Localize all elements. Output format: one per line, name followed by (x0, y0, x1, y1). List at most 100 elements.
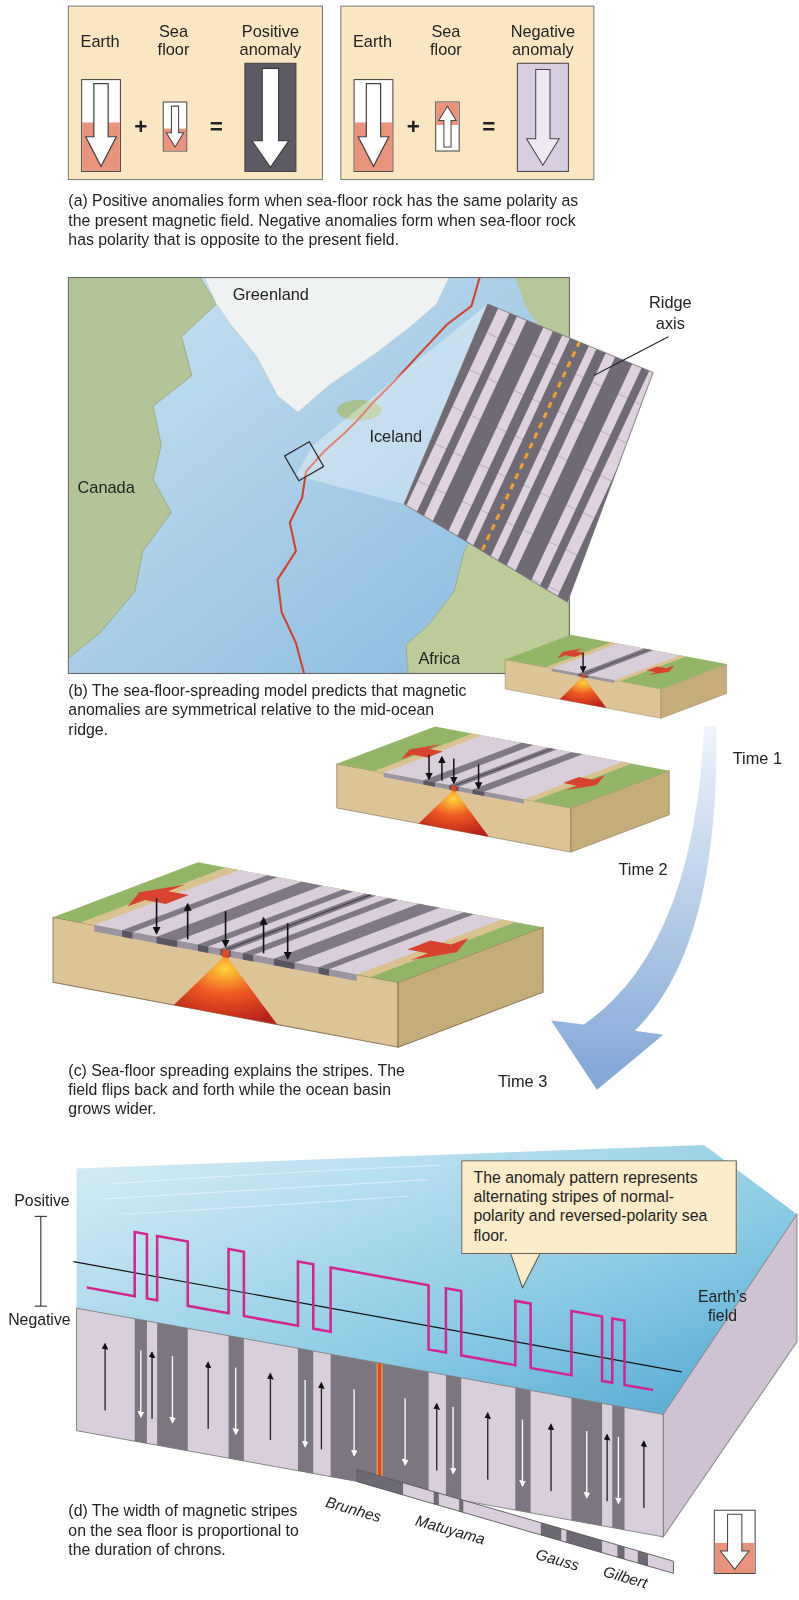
atlantic-map (521, 305, 710, 683)
axis-label: Negative (8, 1310, 70, 1329)
atlantic-map (459, 305, 597, 601)
sea-floor-model (487, 1413, 488, 1479)
sea-floor-model (446, 1375, 461, 1500)
spreading-block-time3 (319, 912, 474, 969)
spreading-block-time3 (122, 930, 132, 938)
spreading-block-time3 (224, 895, 372, 951)
stage-label: Time 1 (733, 749, 782, 769)
atlantic-map (325, 214, 731, 693)
stage-label: Time 2 (618, 859, 667, 879)
callout-label: Ridge axis (649, 293, 692, 333)
map-label: Iceland (369, 427, 422, 447)
sea-floor-model (141, 1350, 619, 1503)
sea-floor-model (172, 1356, 173, 1422)
spreading-block-time2 (337, 727, 670, 853)
sea-floor-model (40, 1216, 41, 1306)
spreading-block-time2 (390, 742, 455, 762)
spreading-block-time2 (473, 789, 485, 796)
polarity-panels (163, 102, 186, 151)
spreading-block-time3 (287, 923, 289, 958)
chron-scale-bar (561, 1529, 566, 1543)
spreading-block-time3 (53, 862, 543, 982)
panel-heading: Sea floor (430, 22, 462, 59)
sea-floor-model (606, 1435, 607, 1501)
figure-caption: (c) Sea-floor spreading explains the str… (68, 1061, 405, 1119)
sea-floor-model (515, 1388, 530, 1513)
sea-floor-model (207, 1363, 208, 1429)
atlantic-map (373, 236, 553, 609)
spreading-block-time3 (94, 870, 501, 974)
spreading-block-time3 (198, 945, 208, 953)
spreading-block-time2 (453, 758, 454, 782)
spreading-block-time3 (222, 949, 229, 958)
sea-floor-model (35, 1306, 47, 1307)
spreading-block-time2 (478, 765, 479, 789)
sea-floor-model (663, 1214, 797, 1536)
figure-caption: (d) The width of magnetic stripes on the… (68, 1502, 313, 1560)
polarity-panels (82, 80, 121, 172)
earth-field-symbol (720, 1514, 749, 1569)
sea-floor-model (586, 1431, 587, 1497)
spreading-block-time3 (157, 898, 288, 958)
earth-field-symbol (714, 1510, 755, 1573)
sea-floor-model (452, 1407, 453, 1473)
spreading-block-time3 (390, 934, 486, 963)
stage-label: Time 3 (498, 1071, 547, 1091)
atlantic-map (321, 212, 734, 694)
spreading-block-time2 (423, 780, 435, 787)
atlantic-map (502, 297, 682, 670)
polarity-panels (245, 63, 296, 171)
spreading-block-time3 (110, 881, 206, 910)
spreading-block-time1 (546, 642, 686, 681)
sea-floor-model (612, 1405, 624, 1530)
panel-heading: Earth (353, 33, 392, 51)
polarity-panels (436, 102, 459, 151)
map-label: Canada (78, 478, 135, 498)
polarity-panels (68, 6, 322, 179)
panel-heading: Positive anomaly (240, 22, 302, 59)
chron-scale-bar (357, 1469, 648, 1566)
sea-floor-model (112, 1165, 439, 1183)
spreading-block-time3 (187, 904, 189, 939)
chron-scale-bar (459, 1499, 463, 1512)
spreading-block-time2 (453, 748, 553, 786)
sea-floor-model (404, 1398, 405, 1464)
equals-sign: = (482, 114, 495, 141)
sea-floor-model (73, 1221, 681, 1540)
sea-floor-model (550, 1425, 551, 1491)
sea-floor-model (73, 1262, 681, 1372)
atlantic-map (285, 442, 324, 481)
sea-floor-model (510, 1252, 541, 1288)
panel-heading: Negative anomaly (511, 22, 575, 59)
spreading-block-time3 (225, 911, 227, 946)
chron-scale-bar (357, 1469, 673, 1573)
atlantic-map (463, 277, 703, 389)
spreading-block-time2 (451, 785, 456, 791)
spreading-block-time3 (274, 959, 295, 969)
spreading-block-time3 (243, 953, 253, 961)
spreading-block-time2 (337, 727, 670, 808)
sea-floor-model (298, 1348, 313, 1473)
spreading-block-time3 (263, 918, 265, 953)
polarity-panels (527, 69, 560, 165)
sea-floor-model (522, 1420, 523, 1486)
polarity-panels (252, 68, 289, 167)
sea-floor-model (102, 1165, 439, 1214)
chron-scale-bar (434, 1492, 439, 1506)
time-arrow (551, 727, 716, 1090)
sea-floor-model (235, 1368, 236, 1434)
atlantic-map (345, 223, 534, 601)
sea-floor-model (104, 1344, 105, 1410)
atlantic-map (68, 212, 734, 694)
earth-field-symbol (714, 1510, 755, 1573)
callout-box: The anomaly pattern represents alternati… (461, 1160, 737, 1253)
spreading-block-time3 (220, 949, 230, 957)
panel-heading: Sea floor (158, 22, 190, 59)
polarity-panels (517, 63, 568, 171)
spreading-block-time1 (582, 674, 585, 678)
sea-floor-model (436, 1404, 437, 1470)
spreading-block-time2 (441, 757, 442, 781)
spreading-block-time1 (550, 647, 593, 660)
spreading-block-time2 (429, 755, 479, 788)
